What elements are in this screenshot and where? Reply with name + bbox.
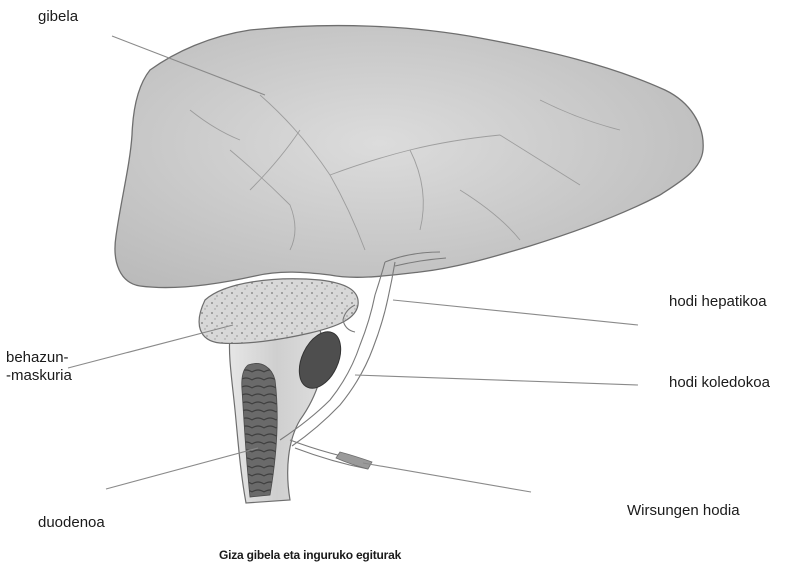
leader-line-duodenoa xyxy=(106,448,258,489)
leader-line-wirsungen-hodia xyxy=(363,463,531,492)
figure-caption: Giza gibela eta inguruko egiturak xyxy=(0,548,620,562)
label-hodi-koledokoa: hodi koledokoa xyxy=(669,374,770,392)
leader-line-hodi-koledokoa xyxy=(355,375,638,385)
liver-shape xyxy=(115,26,703,288)
label-hodi-hepatikoa: hodi hepatikoa xyxy=(669,293,767,311)
leader-line-hodi-hepatikoa xyxy=(393,300,638,325)
label-gibela: gibela xyxy=(38,8,78,26)
leader-line-behazun-maskuria xyxy=(68,325,233,368)
label-duodenoa: duodenoa xyxy=(38,514,105,532)
label-wirsungen-hodia: Wirsungen hodia xyxy=(627,502,740,520)
label-behazun-line1: behazun- xyxy=(6,349,69,367)
label-behazun-line2: -maskuria xyxy=(6,367,72,385)
